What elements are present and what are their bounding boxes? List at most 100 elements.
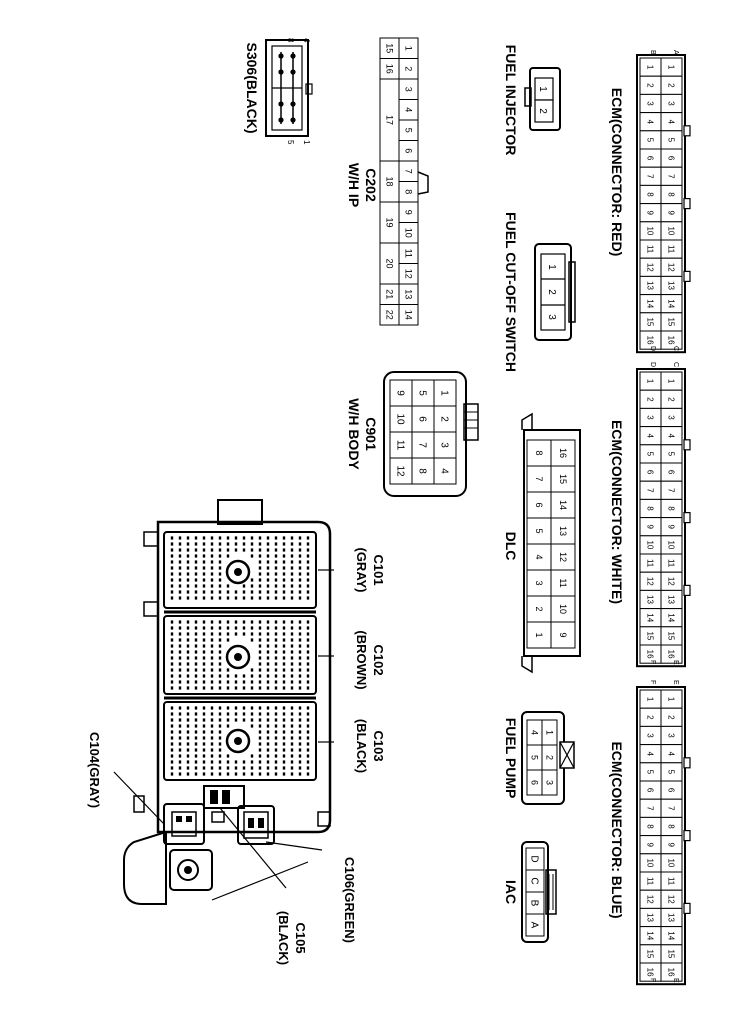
junction-pin-dot: [266, 584, 270, 588]
junction-pin-dot: [258, 626, 262, 630]
junction-pin-dot: [282, 674, 286, 678]
junction-pin-dot: [306, 644, 310, 648]
junction-pin-dot: [298, 680, 302, 684]
junction-pin-dot: [186, 536, 190, 540]
ecm-pin-a-label: 7: [667, 806, 676, 811]
c901-pin-label: 7: [417, 442, 428, 448]
junction-pin-dot: [282, 554, 286, 558]
ecm-white-side-label: D: [649, 362, 656, 367]
junction-pin-dot: [306, 536, 310, 540]
junction-pin-dot: [210, 680, 214, 684]
junction-pin-dot: [266, 578, 270, 582]
junction-pin-dot: [170, 662, 174, 666]
junction-pin-dot: [226, 680, 230, 684]
junction-pin-dot: [218, 644, 222, 648]
junction-pin-dot: [178, 724, 182, 728]
junction-pin-dot: [282, 706, 286, 710]
junction-pin-dot: [178, 638, 182, 642]
junction-pin-dot: [234, 674, 238, 678]
junction-pin-dot: [306, 686, 310, 690]
fuel-cutoff-housing: [534, 243, 572, 341]
junction-pin-dot: [258, 560, 262, 564]
ecm-pin-b-label: 4: [646, 433, 655, 438]
iac-pin-label: A: [529, 922, 540, 929]
junction-pin-dot: [290, 554, 294, 558]
junction-pin-dot: [242, 706, 246, 710]
junction-pin-dot: [298, 590, 302, 594]
junction-pin-dot: [266, 572, 270, 576]
junction-pin-dot: [194, 578, 198, 582]
junction-pin-dot: [258, 706, 262, 710]
ecm-red-connector: ECM(CONNECTOR: RED) 11223344556677889910…: [609, 50, 691, 354]
junction-pin-dot: [170, 706, 174, 710]
c202-pin-top-label: 7: [403, 169, 413, 174]
dlc-pin-bottom-label: 1: [534, 632, 544, 637]
junction-pin-dot: [194, 662, 198, 666]
fuel-cutoff-latch: [568, 261, 576, 323]
junction-pin-dot: [290, 542, 294, 546]
junction-pin-dot: [234, 706, 238, 710]
ecm-pin-b-label: 7: [646, 488, 655, 493]
junction-pin-dot: [266, 730, 270, 734]
junction-pin-dot: [282, 620, 286, 624]
junction-pin-dot: [274, 638, 278, 642]
ecm-pin-a-label: 7: [667, 488, 676, 493]
c202-key: [417, 171, 429, 195]
junction-pin-dot: [218, 542, 222, 546]
fuel-injector-latch: [524, 87, 532, 107]
junction-pin-dot: [210, 712, 214, 716]
junction-pin-dot: [274, 632, 278, 636]
junction-pin-dot: [202, 742, 206, 746]
ecm-pin-b-label: 15: [646, 317, 655, 326]
c102-socket: [163, 615, 317, 695]
junction-pin-dot: [194, 596, 198, 600]
junction-pin-dot: [282, 638, 286, 642]
junction-pin-dot: [210, 560, 214, 564]
junction-pin-dot: [178, 680, 182, 684]
junction-pin-dot: [210, 706, 214, 710]
junction-pin-dot: [194, 730, 198, 734]
dlc-pin-bottom-label: 2: [534, 606, 544, 611]
ecm-pin-b-label: 5: [646, 770, 655, 775]
junction-pin-dot: [306, 578, 310, 582]
ecm-pin-a-label: 6: [667, 788, 676, 793]
junction-pin-dot: [218, 536, 222, 540]
c103-socket: [163, 701, 317, 781]
fuel-cutoff-pin-label: 3: [546, 314, 557, 320]
junction-pin-dot: [242, 772, 246, 776]
dlc-pin-bottom-cell: [526, 439, 552, 467]
c901-pin-label: 6: [417, 416, 428, 422]
junction-pin-dot: [194, 668, 198, 672]
junction-pin-dot: [226, 596, 230, 600]
junction-pin-dot: [298, 772, 302, 776]
junction-pin-dot: [298, 554, 302, 558]
junction-pin-dot: [290, 772, 294, 776]
junction-pin-dot: [258, 662, 262, 666]
c202-pin-bottom-label: 21: [384, 289, 394, 299]
junction-pin-dot: [306, 736, 310, 740]
junction-pin-dot: [298, 748, 302, 752]
junction-pin-dot: [258, 656, 262, 660]
junction-pin-dot: [186, 680, 190, 684]
c202-pin-top-label: 3: [403, 87, 413, 92]
ecm-pin-a-label: 8: [667, 506, 676, 511]
junction-pin-dot: [298, 718, 302, 722]
junction-pin-dot: [178, 596, 182, 600]
junction-pin-dot: [194, 718, 198, 722]
junction-pin-dot: [170, 742, 174, 746]
junction-pin-dot: [178, 736, 182, 740]
ecm-pin-b-label: 16: [646, 968, 655, 977]
junction-pin-dot: [266, 626, 270, 630]
junction-pin-dot: [290, 680, 294, 684]
junction-pin-dot: [210, 584, 214, 588]
junction-pin-dot: [290, 760, 294, 764]
c105-socket: [169, 849, 213, 891]
junction-pin-dot: [250, 724, 254, 728]
junction-pin-dot: [170, 638, 174, 642]
junction-pin-dot: [306, 766, 310, 770]
junction-pin-dot: [282, 536, 286, 540]
